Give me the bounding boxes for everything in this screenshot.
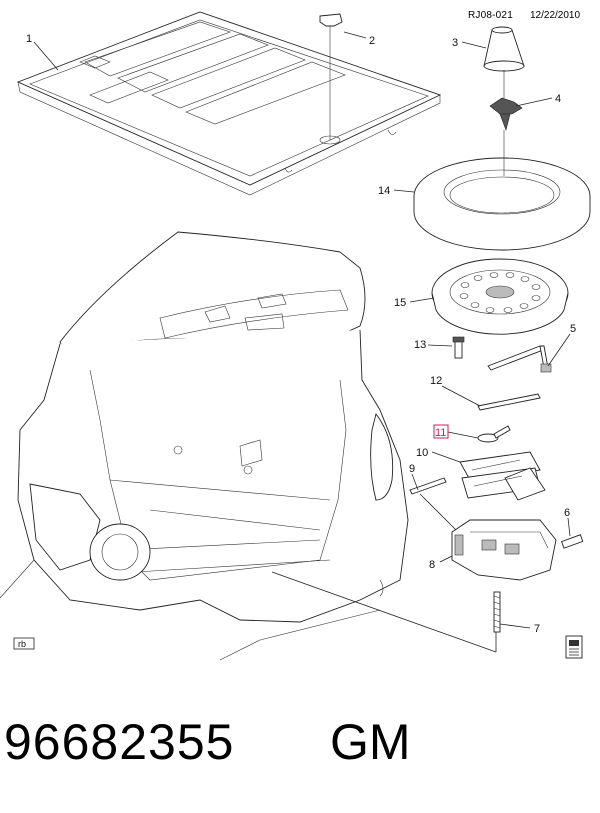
callout-7: 7: [534, 623, 540, 635]
diagram-reference-code: RJ08-021: [468, 10, 513, 21]
brand-name: GM: [330, 714, 411, 770]
scissor-jack: [459, 451, 546, 501]
mounting-stud: [561, 534, 584, 549]
wheel-bolt: [452, 336, 465, 359]
retainer-bolt: [319, 13, 343, 140]
hold-down-bolt: [493, 591, 501, 633]
callout-12: 12: [430, 375, 442, 387]
callout-8: 8: [429, 559, 435, 571]
callout-14: 14: [378, 185, 390, 197]
callout-9: 9: [409, 463, 415, 475]
handle-adapter: [477, 425, 511, 443]
jack-storage-tray: [451, 519, 557, 581]
callout-15: 15: [394, 297, 406, 309]
rb-badge: rb: [13, 637, 35, 650]
part-number: 96682355: [4, 714, 235, 770]
highlight-box: [433, 424, 449, 439]
callout-1: 1: [26, 33, 32, 45]
callout-13: 13: [414, 339, 426, 351]
callout-6: 6: [564, 507, 570, 519]
spare-wheel: [431, 258, 569, 335]
manual-book-icon: [565, 635, 583, 659]
vehicle-rear-body: [0, 231, 409, 661]
spare-tire: [413, 130, 591, 251]
callout-3: 3: [452, 37, 458, 49]
leader-lines: [33, 31, 571, 653]
callout-5: 5: [570, 323, 576, 335]
locating-pin: [409, 477, 447, 495]
callout-11: 11: [435, 427, 446, 439]
wing-retainer: [489, 70, 523, 132]
callout-labels: 1 2 3 4 5 6 7 8 9 10 11 12 13 14 15: [26, 33, 576, 635]
trunk-floor-panel: [16, 11, 442, 196]
jack-handle: [477, 393, 541, 411]
diagram-date: 12/22/2010: [530, 10, 581, 21]
callout-10: 10: [416, 447, 428, 459]
cone-nut: [483, 26, 525, 72]
exploded-parts-diagram: 1 2 3 4 5 6 7 8 9 10 11 12 13 14 15 rb: [0, 11, 591, 661]
callout-4: 4: [555, 93, 561, 105]
callout-2: 2: [369, 35, 375, 47]
rb-badge-label: rb: [18, 639, 26, 649]
wheel-wrench: [487, 345, 552, 373]
